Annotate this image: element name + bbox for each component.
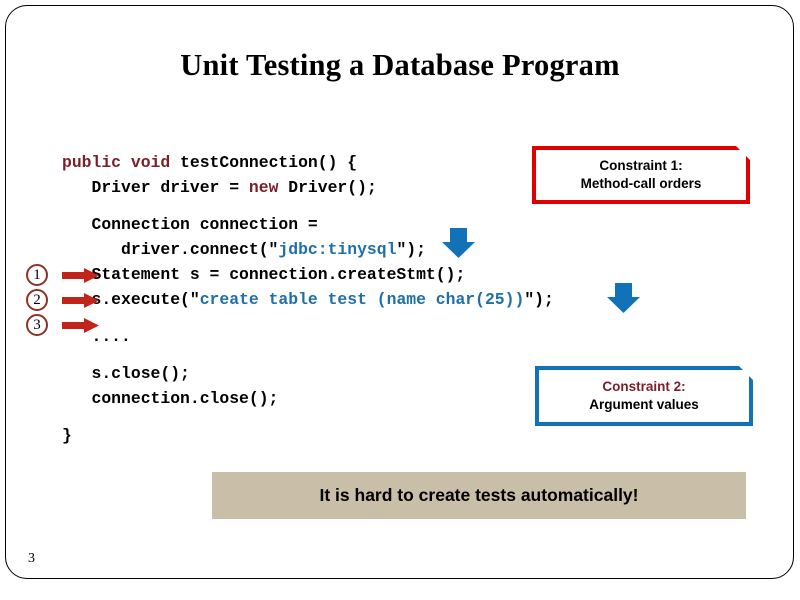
marker-row: 1 [26, 264, 106, 289]
code-token: Driver driver = [62, 178, 249, 197]
code-line: connection.close(); [62, 386, 554, 411]
code-line: s.execute("create table test (name char(… [62, 287, 554, 312]
code-spacer [62, 349, 554, 361]
constraint-2-line-2: Argument values [589, 397, 699, 412]
page-title: Unit Testing a Database Program [180, 48, 620, 82]
code-spacer [62, 411, 554, 423]
code-token: Connection connection = [62, 215, 318, 234]
code-token: testConnection() { [180, 153, 358, 172]
code-token: "); [524, 290, 554, 309]
blue-down-arrow-icon [607, 283, 640, 313]
code-token: driver.connect(" [62, 240, 279, 259]
red-right-arrow-icon [62, 318, 99, 333]
constraint-1-callout: Constraint 1: Method-call orders [532, 146, 750, 204]
summary-banner-text: It is hard to create tests automatically… [319, 485, 639, 505]
marker-row: 2 [26, 289, 106, 314]
code-line: Connection connection = [62, 212, 554, 237]
code-token: create table test (name char(25)) [199, 290, 525, 309]
code-token: "); [396, 240, 426, 259]
code-line: public void testConnection() { [62, 150, 554, 175]
code-token: public void [62, 153, 181, 172]
code-line: driver.connect("jdbc:tinysql"); [62, 237, 554, 262]
circled-number-1: 1 [26, 264, 48, 286]
code-block: public void testConnection() { Driver dr… [62, 150, 554, 448]
code-line: } [62, 423, 554, 448]
code-line: Statement s = connection.createStmt(); [62, 262, 554, 287]
code-token: new [248, 178, 289, 197]
code-line: .... [62, 324, 554, 349]
code-token: s.close(); [62, 364, 190, 383]
constraint-2-callout: Constraint 2: Argument values [535, 366, 753, 426]
circled-number-2: 2 [26, 289, 48, 311]
constraint-2-line-1: Constraint 2: [602, 379, 686, 394]
code-spacer [62, 312, 554, 324]
code-line: Driver driver = new Driver(); [62, 175, 554, 200]
code-token: connection.close(); [62, 389, 279, 408]
code-token: } [62, 426, 72, 445]
constraint-1-line-1: Constraint 1: [599, 158, 683, 173]
code-line: s.close(); [62, 361, 554, 386]
code-token: s.execute(" [62, 290, 200, 309]
constraint-1-line-2: Method-call orders [580, 176, 702, 191]
code-token: Statement s = connection.createStmt(); [62, 265, 466, 284]
code-token: Driver(); [288, 178, 377, 197]
circled-number-3: 3 [26, 314, 48, 336]
marker-row: 3 [26, 314, 106, 339]
summary-banner: It is hard to create tests automatically… [212, 472, 746, 519]
page-number: 3 [28, 551, 35, 566]
code-spacer [62, 200, 554, 212]
red-right-arrow-icon [62, 268, 99, 283]
red-right-arrow-icon [62, 293, 99, 308]
code-token: .... [62, 327, 131, 346]
blue-down-arrow-icon [442, 228, 475, 258]
code-token: jdbc:tinysql [278, 240, 397, 259]
